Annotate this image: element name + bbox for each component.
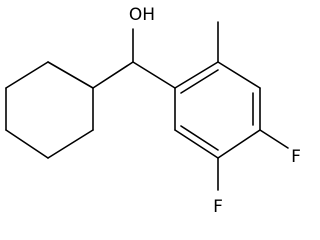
fluorine-para-label: F	[291, 147, 301, 167]
bond-cy6-cy1	[47, 61, 94, 89]
cyclohexane-ring	[5, 61, 94, 159]
bond-ar4-f	[259, 129, 289, 149]
bond-carbinol-aryl	[132, 61, 176, 89]
bond-ar1-ar2	[174, 61, 219, 89]
bond-ar5-ar6-inner	[180, 125, 219, 151]
fluorine-meta-label: F	[213, 197, 223, 217]
bond-cy3-cy4	[5, 129, 49, 159]
bond-cy1-carbinol	[92, 61, 134, 89]
bond-ar4-ar5	[217, 129, 261, 159]
bond-cy5-cy6	[5, 61, 49, 89]
bond-ar1-ar2-inner	[180, 69, 219, 94]
bond-ar2-ar3	[217, 61, 261, 89]
molecule-structure: OH F F	[5, 5, 301, 217]
bond-cy2-cy3	[47, 129, 94, 159]
benzene-ring	[174, 61, 261, 159]
bond-ar5-ar6	[174, 129, 219, 159]
hydroxyl-label: OH	[129, 5, 155, 25]
